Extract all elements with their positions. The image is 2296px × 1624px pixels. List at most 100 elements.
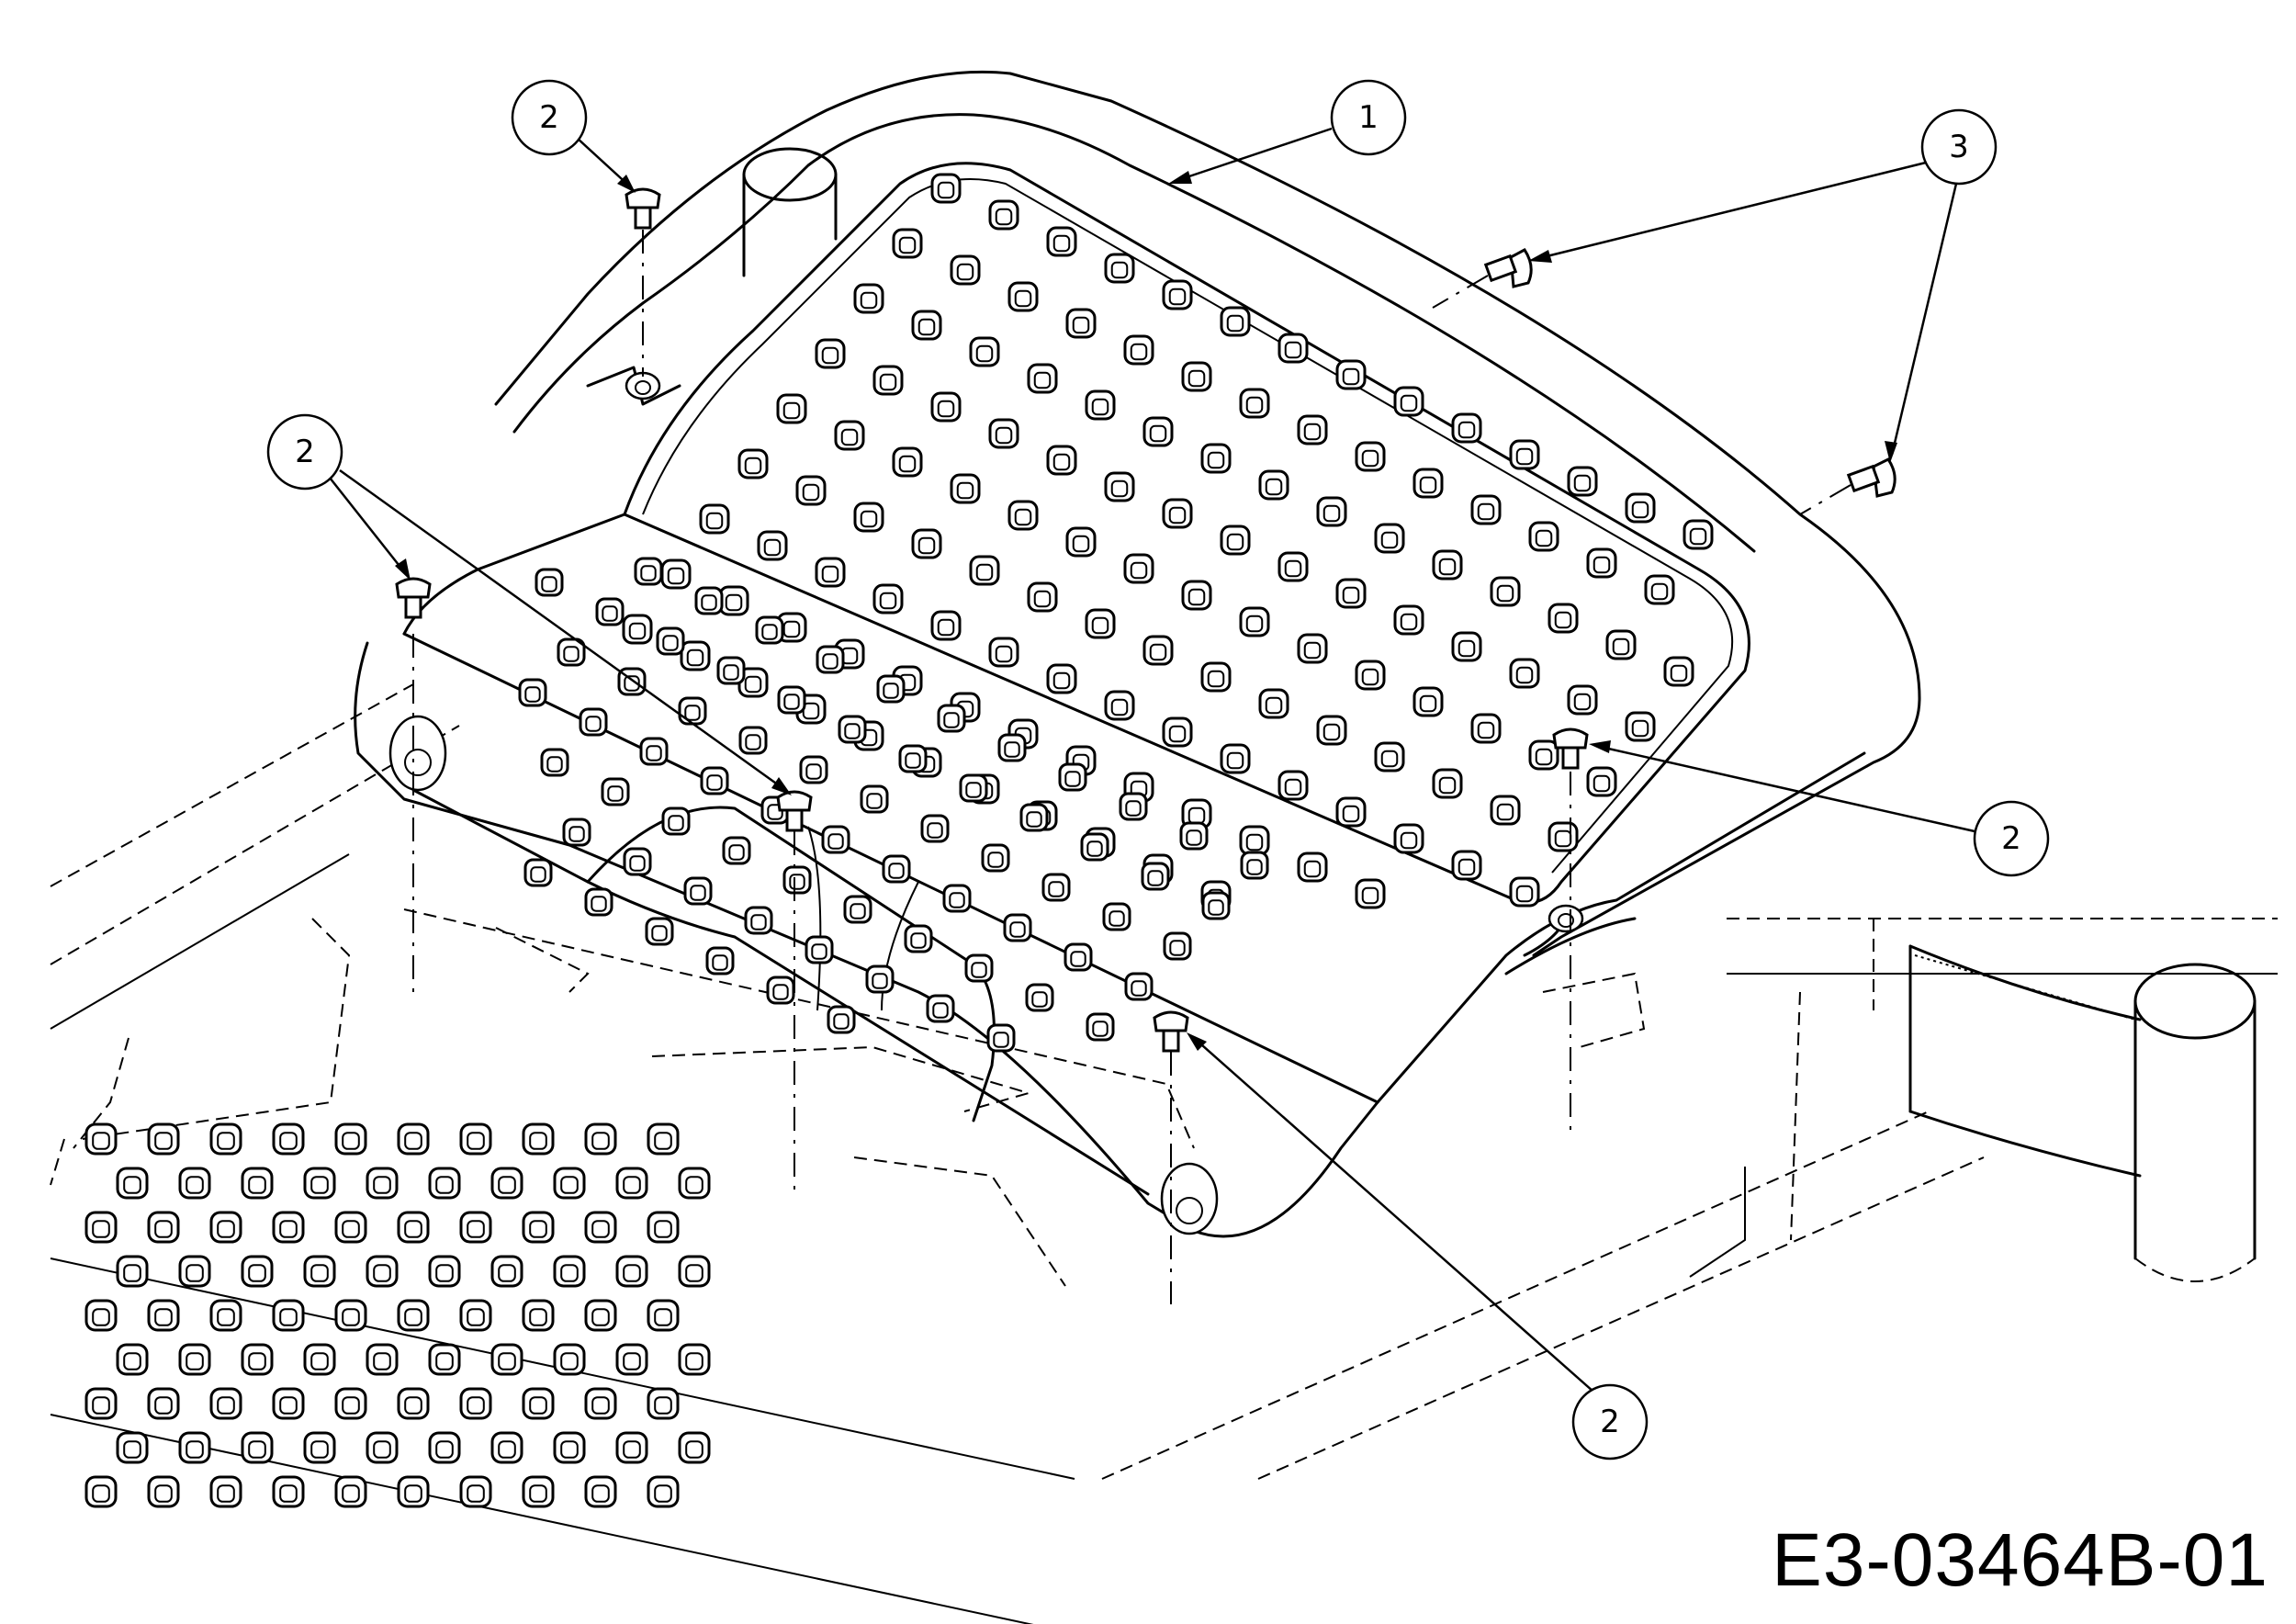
panel-bump-inner bbox=[1593, 556, 1611, 574]
floor-bump-inner bbox=[467, 1132, 485, 1150]
panel-bump-inner bbox=[1187, 369, 1206, 388]
panel-bump-inner bbox=[1419, 476, 1437, 494]
floor-bump-inner bbox=[467, 1396, 485, 1415]
seat-bump-inner bbox=[568, 826, 585, 842]
seat-bump-inner bbox=[750, 914, 767, 930]
floor-bump-inner bbox=[217, 1396, 235, 1415]
panel-bump-inner bbox=[821, 346, 839, 365]
panel-bump-inner bbox=[1342, 586, 1360, 604]
panel-bump-inner bbox=[744, 457, 762, 475]
floor-bump-inner bbox=[498, 1176, 516, 1194]
callout-part-2-top: 2 bbox=[511, 79, 636, 193]
floor-bump-inner bbox=[685, 1176, 703, 1194]
floor-bump-inner bbox=[123, 1440, 141, 1459]
bolt-upper-right bbox=[1483, 248, 1533, 288]
bolt-right bbox=[1846, 457, 1896, 498]
seat-bump-inner bbox=[1246, 859, 1263, 875]
panel-bump-inner bbox=[995, 208, 1013, 226]
panel-bump-inner bbox=[1670, 664, 1688, 682]
panel-bump-inner bbox=[1303, 423, 1322, 441]
seat-bump-inner bbox=[927, 822, 943, 839]
floor-bump-inner bbox=[404, 1220, 422, 1238]
floor-bump-inner bbox=[310, 1440, 329, 1459]
panel-bump-inner bbox=[1458, 639, 1476, 658]
assembly-centerlines bbox=[412, 230, 1851, 1304]
screw-right bbox=[1552, 727, 1589, 770]
floor-bump-inner bbox=[123, 1176, 141, 1194]
seat-bump-inner bbox=[1147, 870, 1164, 886]
panel-bump-inner bbox=[995, 426, 1013, 445]
floor-bump-inner bbox=[248, 1352, 266, 1370]
seat-bump-inner bbox=[949, 892, 965, 908]
floor-bump-inner bbox=[435, 1440, 454, 1459]
floor-bump-inner bbox=[529, 1220, 547, 1238]
floor-bump-inner bbox=[123, 1352, 141, 1370]
seat-bump-inner bbox=[772, 984, 789, 1000]
panel-bump-inner bbox=[1438, 558, 1457, 576]
floor-bump-inner bbox=[279, 1396, 298, 1415]
panel-bump-inner bbox=[1245, 396, 1264, 414]
panel-bump-inner bbox=[667, 567, 685, 585]
floor-bump-inner bbox=[591, 1396, 610, 1415]
panel-bump-inner bbox=[860, 291, 878, 310]
panel-bump-inner bbox=[1342, 805, 1360, 823]
seat-bump-inner bbox=[651, 925, 668, 942]
floor-bump-inner bbox=[685, 1352, 703, 1370]
seat-bump-inner bbox=[761, 624, 778, 640]
seat-bump-inner bbox=[624, 675, 640, 692]
panel-bump-inner bbox=[1631, 501, 1649, 519]
panel-bump-inner bbox=[1245, 833, 1264, 851]
floor-bump-inner bbox=[529, 1308, 547, 1326]
panel-bump-inner bbox=[1573, 474, 1592, 492]
seat-bump-inner bbox=[866, 793, 883, 809]
panel-bump-inner bbox=[1072, 316, 1090, 334]
seat-bump-inner bbox=[805, 763, 822, 780]
floor-bump-inner bbox=[92, 1220, 110, 1238]
floor-bump-inner bbox=[560, 1176, 579, 1194]
panel-bump-inner bbox=[879, 373, 897, 391]
panel-bump-inner bbox=[1361, 886, 1379, 905]
panel-bump-inner bbox=[937, 181, 955, 199]
panel-bump-inner bbox=[1033, 590, 1052, 608]
panel-bump-inner bbox=[1226, 751, 1244, 770]
panel-bump-inner bbox=[1052, 453, 1071, 471]
panel-bump-inner bbox=[1361, 449, 1379, 468]
panel-bump-inner bbox=[1342, 367, 1360, 386]
floor-bump-inner bbox=[654, 1308, 672, 1326]
panel-bump-inner bbox=[1265, 696, 1283, 715]
floor-bump-inner bbox=[435, 1264, 454, 1282]
seat-bump-inner bbox=[546, 756, 563, 773]
panel-bump-inner bbox=[1380, 750, 1399, 768]
floor-bump-inner bbox=[404, 1132, 422, 1150]
panel-bump-inner bbox=[995, 645, 1013, 663]
panel-bump-inner bbox=[1168, 506, 1187, 524]
seat-bump-inner bbox=[662, 635, 679, 651]
seat-bump-inner bbox=[668, 815, 684, 831]
panel-bump-inner bbox=[1322, 723, 1341, 741]
panel-bump-inner bbox=[1110, 479, 1129, 498]
floor-bump-inner bbox=[92, 1484, 110, 1503]
seat-bump-inner bbox=[585, 716, 602, 732]
panel-bump-inner bbox=[1515, 447, 1534, 466]
panel-bump-inner bbox=[917, 318, 936, 336]
panel-bump-inner bbox=[1419, 694, 1437, 713]
seat-bump-inner bbox=[723, 664, 739, 681]
seat-bump-inner bbox=[646, 745, 662, 761]
floor-bump-inner bbox=[560, 1264, 579, 1282]
seat-bump-inner bbox=[607, 785, 624, 802]
seat-bump-inner bbox=[728, 844, 745, 861]
seat-bump-inner bbox=[811, 943, 827, 960]
floor-bump-inner bbox=[654, 1220, 672, 1238]
figure-id-label: E3-03464B-01 bbox=[1772, 1518, 2268, 1602]
panel-bump-inner bbox=[1361, 668, 1379, 686]
panel-bump-inner bbox=[1458, 858, 1476, 876]
screw-center bbox=[776, 790, 813, 832]
panel-bump-inner bbox=[1130, 343, 1148, 361]
seat-bump-inner bbox=[910, 932, 927, 949]
seat-bump-inner bbox=[1026, 811, 1042, 828]
callout-label-2b: 2 bbox=[295, 434, 315, 470]
frame-post bbox=[1908, 944, 2257, 1282]
panel-bump-inner bbox=[1014, 289, 1032, 308]
floor-bump-inner bbox=[591, 1308, 610, 1326]
panel-bump-inner bbox=[1303, 641, 1322, 660]
